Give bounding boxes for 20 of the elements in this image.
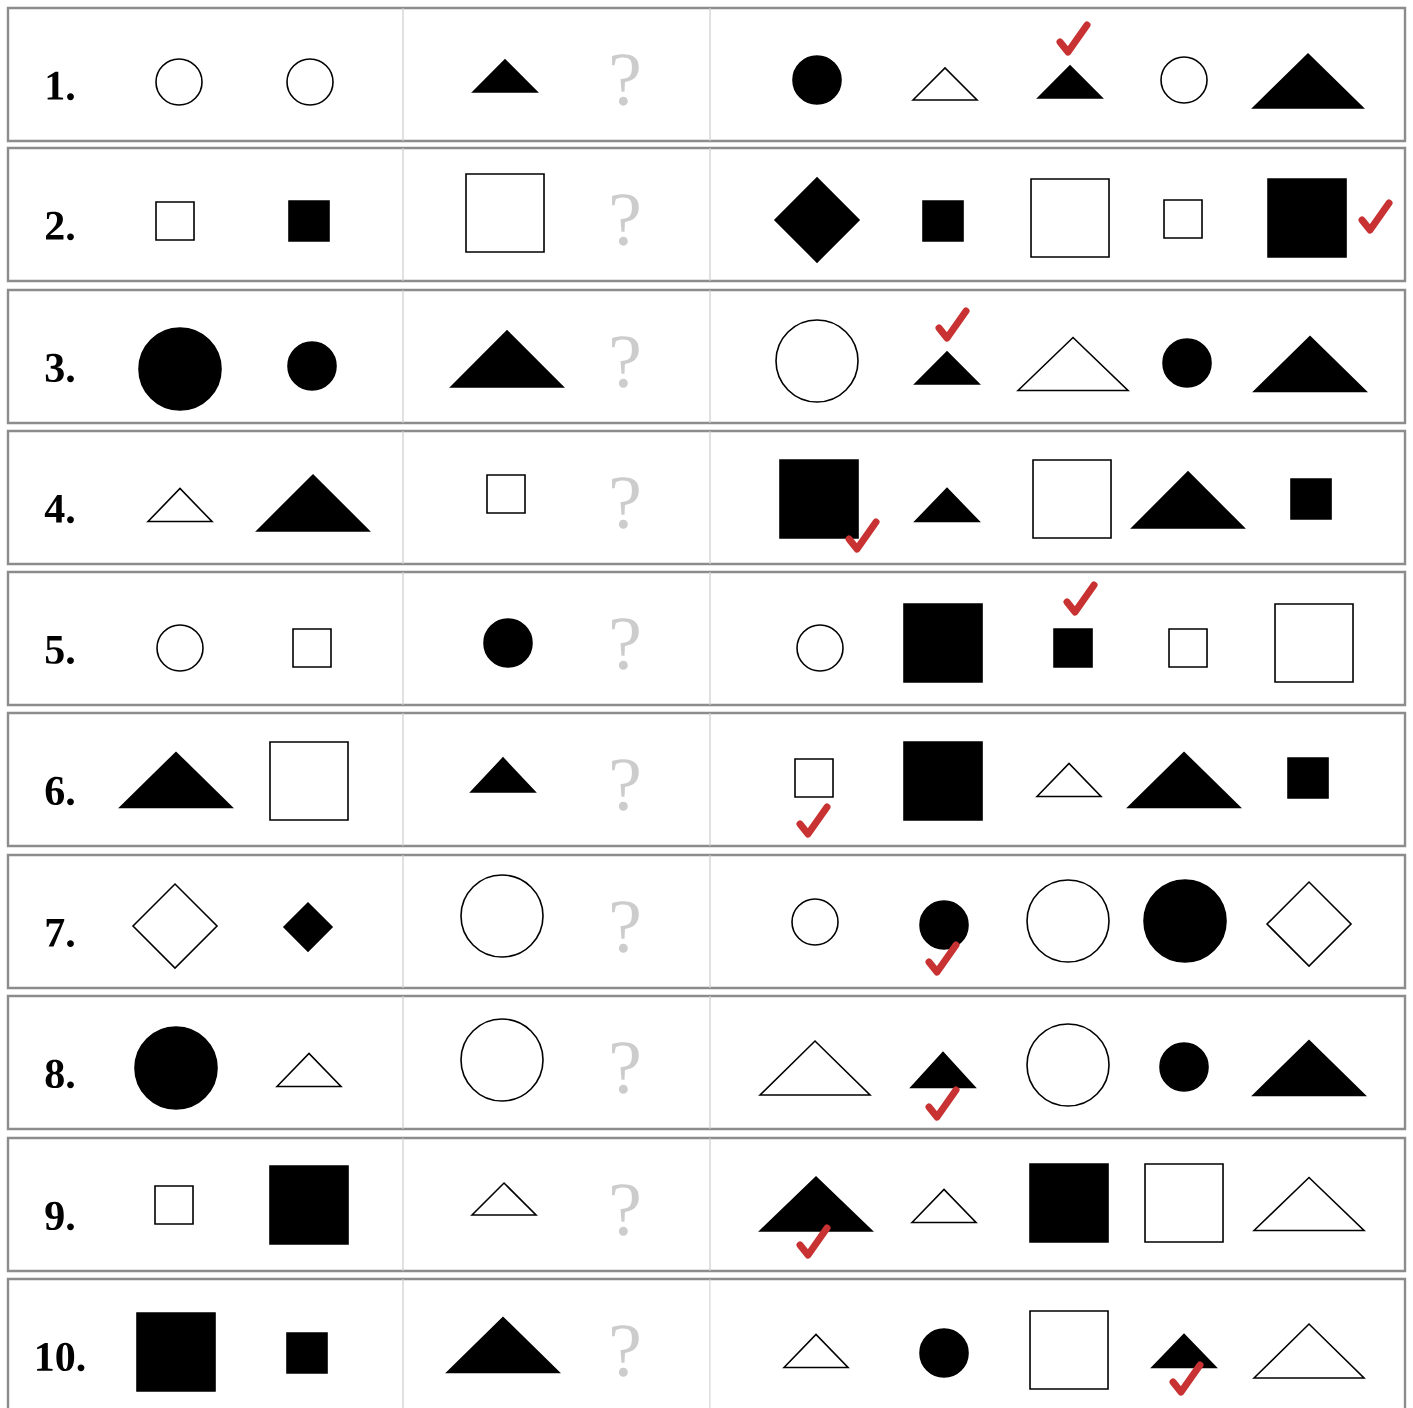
question-number: 7. [46,918,74,948]
question-mark: ? [612,194,639,246]
question-mark: ? [612,618,639,670]
question-number: 3. [45,353,74,383]
question-mark: ? [612,1325,639,1377]
question-mark: ? [612,1042,639,1094]
question-mark: ? [612,901,639,953]
question-number: 9. [45,1201,74,1231]
question-mark: ? [612,759,639,811]
question-mark: ? [612,1184,639,1236]
question-number: 10. [37,1342,85,1372]
question-mark: ? [612,54,639,106]
question-number: 6. [45,776,74,806]
question-number: 1. [47,71,74,101]
question-number: 8. [45,1059,74,1089]
question-mark: ? [612,336,639,388]
question-number: 5. [45,635,74,665]
question-number: 4. [44,494,74,524]
question-mark: ? [612,477,639,529]
question-number: 2. [46,211,74,241]
